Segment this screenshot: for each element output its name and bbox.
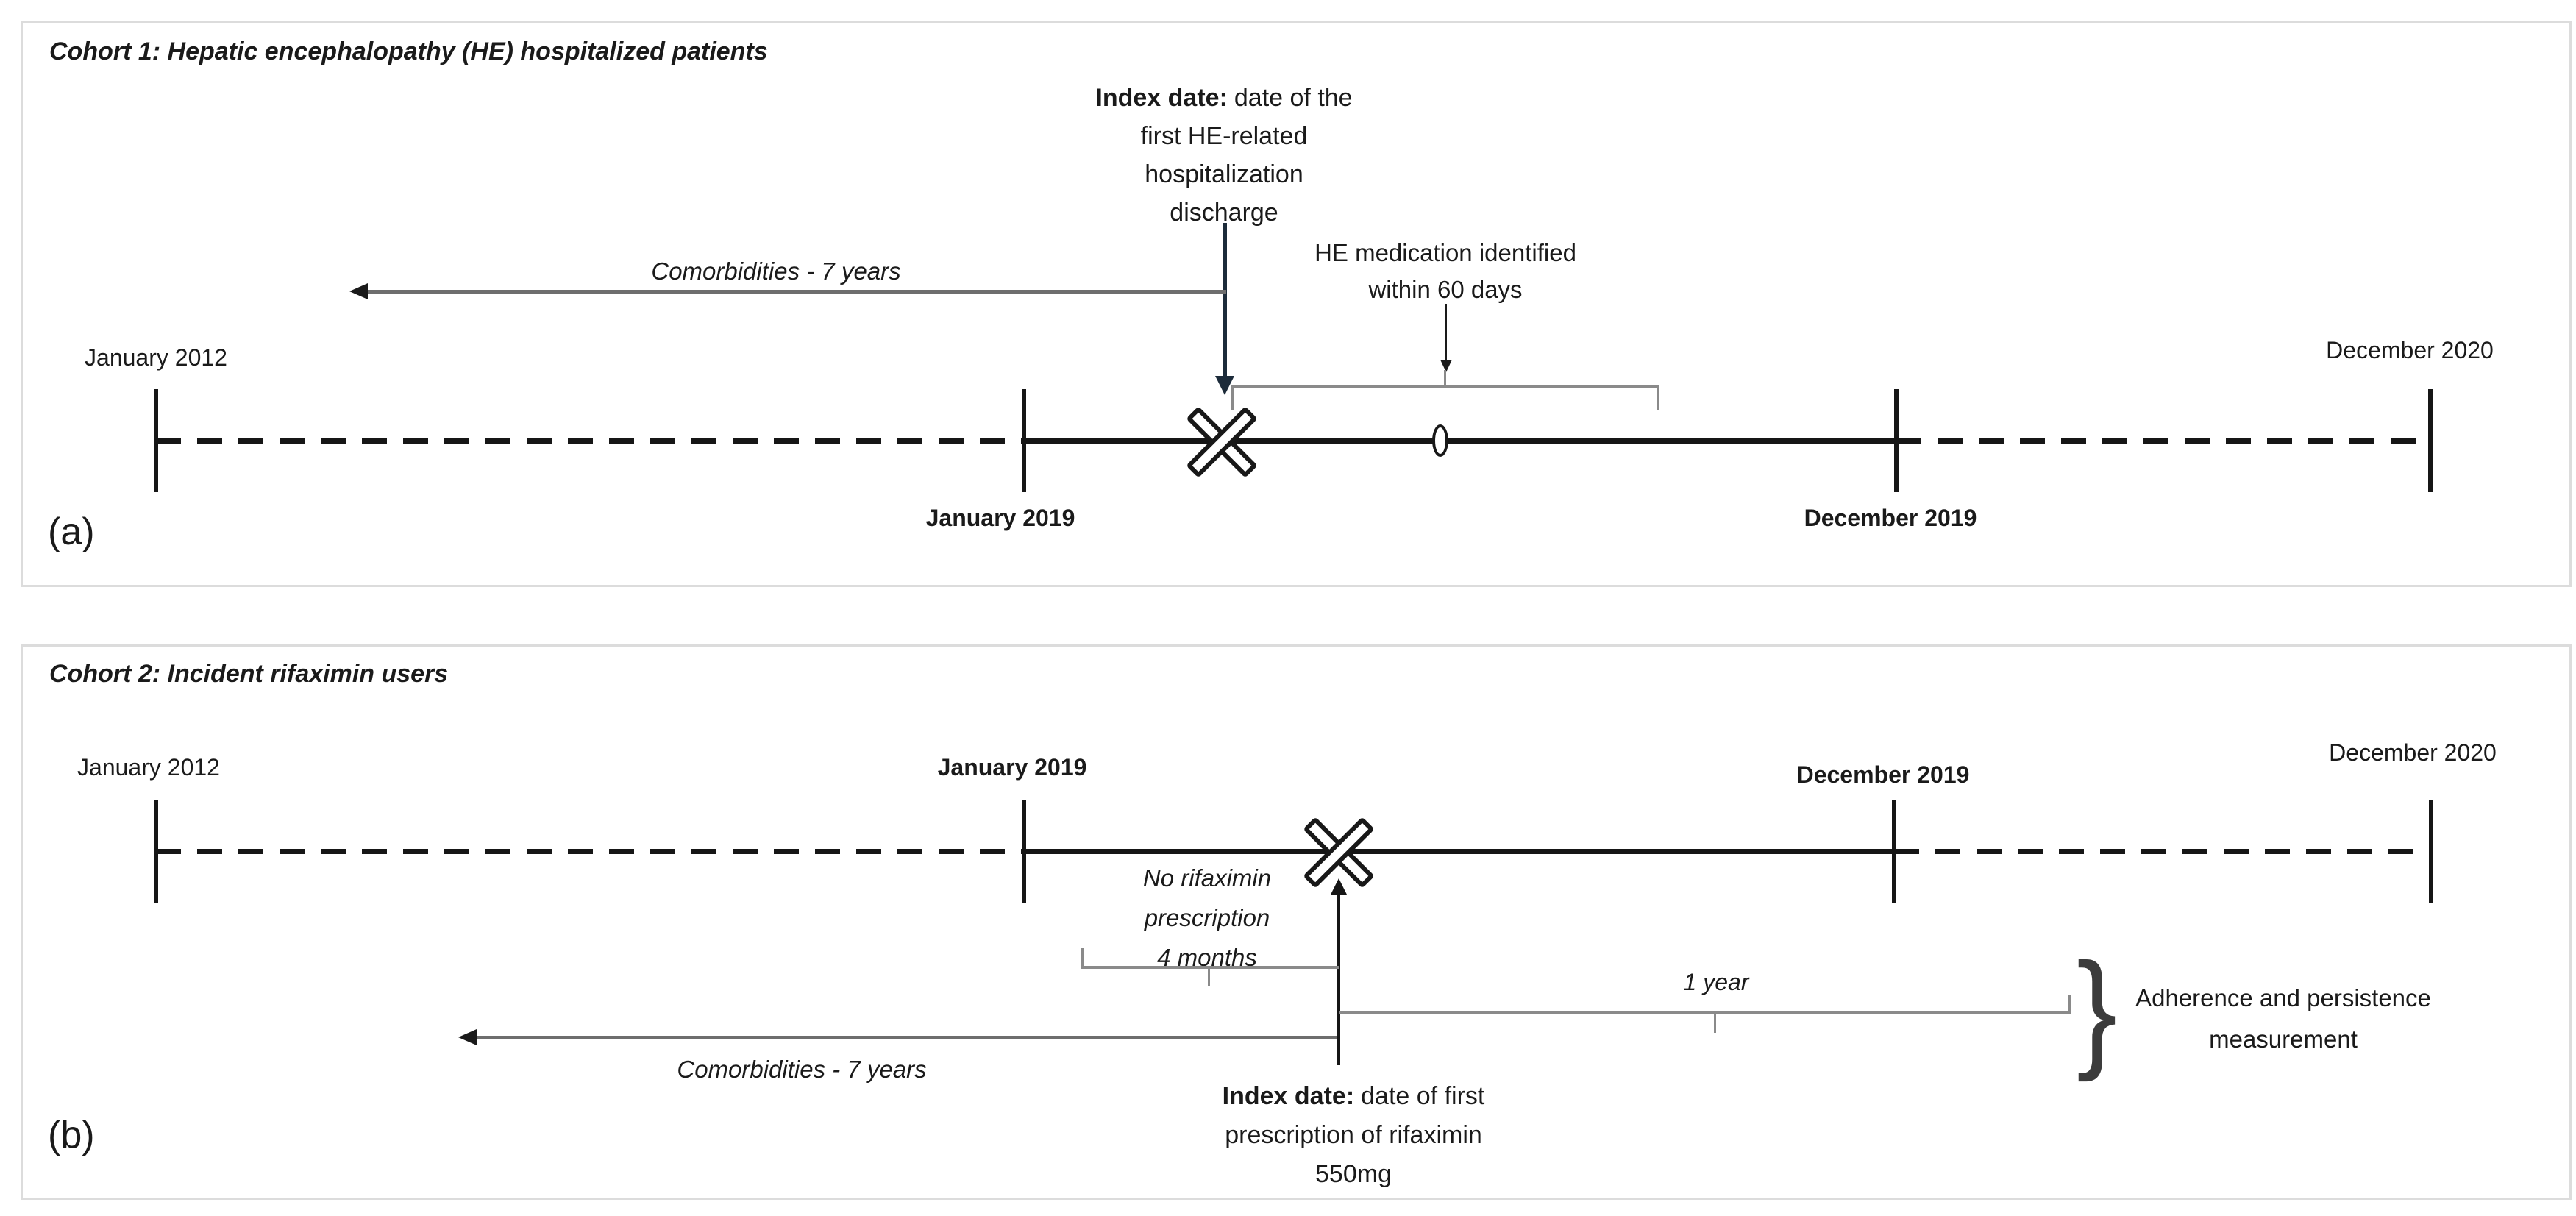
index-x-marker-icon-a xyxy=(1186,405,1258,478)
tick-dec2020-b xyxy=(2429,800,2433,903)
four-month-bracket xyxy=(1081,948,1339,991)
tick-jan2019-a xyxy=(1022,389,1026,492)
no-rifaximin-label: No rifaximin prescription 4 months xyxy=(1060,858,1354,978)
index-date-b-lead: Index date: xyxy=(1222,1082,1355,1110)
tick-dec2019-a xyxy=(1894,389,1899,492)
index-date-line4: discharge xyxy=(1170,199,1278,227)
cohort1-panel: Cohort 1: Hepatic encephalopathy (HE) ho… xyxy=(21,21,2572,587)
cohort2-title: Cohort 2: Incident rifaximin users xyxy=(49,660,449,688)
tick-jan2019-b xyxy=(1022,800,1026,903)
index-date-b-line2: prescription of rifaximin xyxy=(1225,1121,1482,1149)
date-label-dec2019-a: December 2019 xyxy=(1804,505,1977,531)
comorbidities-arrow-line-a xyxy=(366,290,1226,294)
index-date-lead: Index date: xyxy=(1095,84,1228,112)
medication-window-bracket xyxy=(1231,370,1659,411)
index-date-b-line1-rest: date of first xyxy=(1361,1082,1485,1110)
date-label-dec2019-b: December 2019 xyxy=(1796,761,1970,788)
index-date-annotation-b: Index date:date of first prescription of… xyxy=(1192,1077,1515,1194)
medication-oval-marker-icon xyxy=(1432,424,1448,457)
adherence-line2: measurement xyxy=(2209,1025,2358,1053)
index-date-b-line1: Index date:date of first xyxy=(1192,1077,1515,1116)
index-date-arrow-line-b xyxy=(1337,893,1340,1065)
cohort1-title: Cohort 1: Hepatic encephalopathy (HE) ho… xyxy=(49,38,768,65)
timeline-solid-a xyxy=(1024,438,1896,444)
comorbidities-label-a: Comorbidities - 7 years xyxy=(651,257,901,285)
comorbidities-label-b: Comorbidities - 7 years xyxy=(677,1056,927,1083)
panel-tag-a: (a) xyxy=(48,511,95,553)
date-label-jan2019-a: January 2019 xyxy=(925,505,1075,531)
timeline-dashed-right-a xyxy=(1896,438,2431,444)
no-rifaximin-line2: prescription xyxy=(1144,904,1270,931)
index-date-arrow-down-icon xyxy=(1215,376,1234,395)
comorbidities-arrow-left-icon-b xyxy=(458,1029,477,1045)
date-label-jan2019-b: January 2019 xyxy=(937,754,1087,781)
timeline-dashed-left-b xyxy=(156,849,1024,854)
index-date-arrow-up-icon xyxy=(1331,878,1347,895)
he-medication-arrow-down-icon xyxy=(1440,360,1452,372)
timeline-dashed-left-a xyxy=(156,438,1024,444)
one-year-bracket xyxy=(1339,995,2071,1036)
date-label-dec2020-b: December 2020 xyxy=(2329,739,2497,766)
no-rifaximin-line1: No rifaximin xyxy=(1142,864,1272,892)
date-label-jan2012-a: January 2012 xyxy=(85,344,227,371)
tick-dec2020-a xyxy=(2428,389,2433,492)
adherence-label: Adherence and persistence measurement xyxy=(2129,978,2438,1060)
index-date-line1-rest: date of the xyxy=(1234,84,1353,112)
tick-dec2019-b xyxy=(1892,800,1896,903)
tick-jan2012-b xyxy=(154,800,158,903)
panel-tag-b: (b) xyxy=(48,1114,95,1156)
date-label-jan2012-b: January 2012 xyxy=(77,754,220,781)
tick-jan2012-a xyxy=(154,389,158,492)
timeline-solid-b xyxy=(1024,849,1894,854)
adherence-brace-icon: } xyxy=(2077,936,2118,1082)
comorbidities-arrow-left-icon xyxy=(349,283,368,299)
he-medication-line1: HE medication identified xyxy=(1314,239,1576,266)
cohort2-panel: Cohort 2: Incident rifaximin users Janua… xyxy=(21,644,2572,1200)
timeline-dashed-right-b xyxy=(1894,849,2431,854)
one-year-label: 1 year xyxy=(1683,969,1749,995)
comorbidities-arrow-line-b xyxy=(474,1036,1337,1039)
index-date-line1: Index date:date of the xyxy=(1062,79,1386,117)
index-date-b-line3: 550mg xyxy=(1315,1160,1392,1188)
he-medication-line2: within 60 days xyxy=(1368,276,1523,303)
index-date-line3: hospitalization xyxy=(1145,160,1303,188)
adherence-line1: Adherence and persistence xyxy=(2135,984,2431,1011)
index-date-annotation-a: Index date:date of the first HE-related … xyxy=(1062,79,1386,232)
index-date-arrow-line xyxy=(1223,223,1227,377)
he-medication-arrow-line xyxy=(1445,304,1447,361)
date-label-dec2020-a: December 2020 xyxy=(2326,337,2494,363)
index-date-line2: first HE-related xyxy=(1140,122,1308,150)
he-medication-label: HE medication identified within 60 days xyxy=(1298,235,1593,308)
